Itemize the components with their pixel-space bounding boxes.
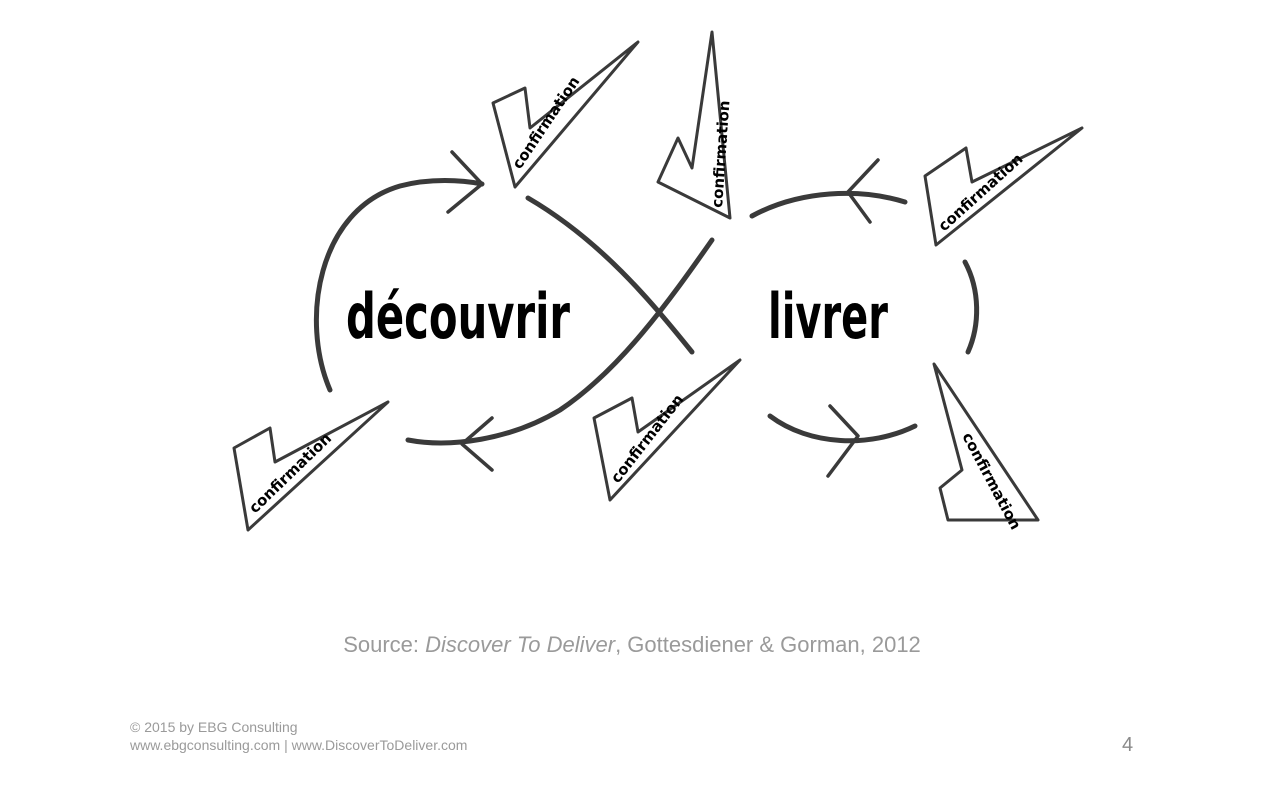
confirmation-flag: confirmation bbox=[491, 40, 640, 189]
source-title: Discover To Deliver bbox=[425, 632, 616, 657]
confirmation-flag: confirmation bbox=[932, 362, 1040, 533]
flag-shape bbox=[491, 40, 640, 189]
discover-deliver-diagram: découvrir livrer confirmation confirmati… bbox=[232, 30, 1084, 533]
flag-shape bbox=[232, 400, 390, 532]
right-loop-lower-arrowhead bbox=[826, 404, 860, 478]
left-loop-lower-arrowhead bbox=[460, 416, 494, 472]
right-loop-right-arc bbox=[962, 259, 980, 355]
right-loop-lower-arc bbox=[767, 413, 918, 444]
footer: © 2015 by EBG Consulting www.ebgconsulti… bbox=[130, 718, 467, 754]
crossing-stroke bbox=[525, 195, 695, 355]
flag-shape bbox=[932, 362, 1040, 522]
left-loop-lower-arc bbox=[405, 237, 715, 446]
flag-shape bbox=[923, 126, 1084, 247]
deliver-label: livrer bbox=[768, 280, 888, 353]
right-loop-upper-arrowhead bbox=[846, 158, 880, 224]
flag-shape bbox=[656, 30, 732, 220]
source-citation: Source: Discover To Deliver, Gottesdiene… bbox=[0, 632, 1264, 658]
discover-label: découvrir bbox=[346, 280, 570, 353]
confirmation-flag: confirmation bbox=[592, 358, 742, 502]
confirmation-flag: confirmation bbox=[656, 30, 733, 220]
footer-links: www.ebgconsulting.com | www.DiscoverToDe… bbox=[130, 737, 468, 753]
confirmation-flag: confirmation bbox=[923, 126, 1084, 247]
source-prefix: Source: bbox=[343, 632, 426, 657]
left-loop-upper-arrowhead bbox=[446, 150, 484, 214]
confirmation-flag: confirmation bbox=[232, 400, 390, 532]
right-loop-upper-arc bbox=[749, 190, 908, 219]
left-loop-upper-arc bbox=[313, 178, 485, 393]
page-number: 4 bbox=[1122, 734, 1134, 756]
footer-copyright: © 2015 by EBG Consulting bbox=[130, 719, 298, 735]
source-suffix: , Gottesdiener & Gorman, 2012 bbox=[615, 632, 921, 657]
flag-shape bbox=[592, 358, 742, 502]
